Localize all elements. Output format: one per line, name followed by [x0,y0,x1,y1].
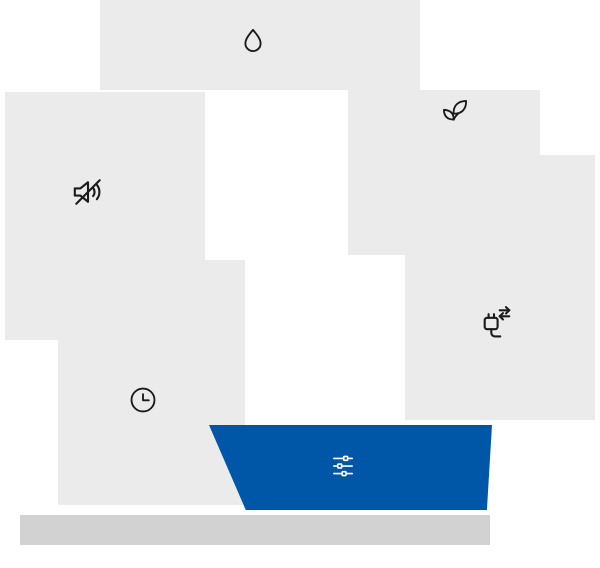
footer-bar [20,515,490,545]
water-drop-icon [237,26,269,58]
clock-icon [127,384,159,416]
sliders-icon [330,453,356,479]
time-panel [58,260,245,505]
water-panel [100,0,420,90]
speaker-mute-icon [70,174,106,210]
power-panel [405,155,595,420]
plug-swap-icon [479,304,515,340]
leaf-icon [439,96,471,128]
settings-panel[interactable] [209,425,492,510]
